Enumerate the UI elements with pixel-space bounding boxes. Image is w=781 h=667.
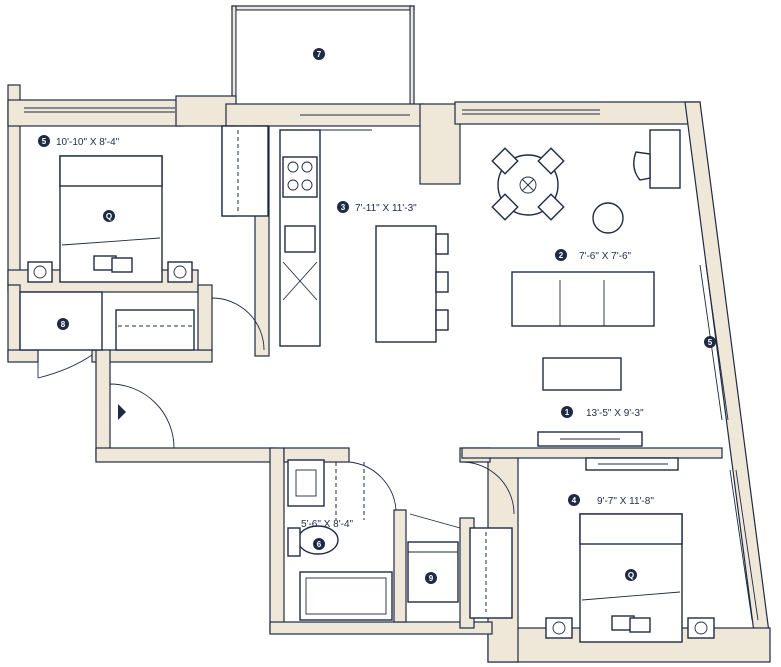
room-label-2: 2 7'-6" X 7'-6" [555,249,632,262]
svg-text:13'-5" X 9'-3": 13'-5" X 9'-3" [586,408,644,419]
room-label-1: 1 13'-5" X 9'-3" [561,406,644,419]
room-label-5: 5 10'-10" X 8'-4" [38,135,120,148]
living [491,129,681,447]
bedroom-right [545,457,715,643]
svg-text:6: 6 [317,540,322,549]
svg-text:7: 7 [317,50,322,59]
svg-text:10'-10" X 8'-4": 10'-10" X 8'-4" [56,137,120,148]
room-label-6: 5'-6" X 8'-4" 6 [301,519,354,550]
laundry-badge: 9 [425,572,437,584]
kitchen [279,129,449,347]
svg-text:2: 2 [559,251,564,260]
closet-badge: 8 [57,318,69,330]
svg-text:Q: Q [106,212,112,221]
bathroom [287,459,459,621]
svg-text:8: 8 [61,320,66,329]
svg-text:5: 5 [42,137,47,146]
windows [24,107,759,621]
bed-badge-right: Q [625,569,637,581]
svg-text:5: 5 [708,338,713,347]
bed-badge-left: Q [103,210,115,222]
svg-text:5'-6" X 8'-4": 5'-6" X 8'-4" [301,519,354,530]
svg-text:4: 4 [572,496,577,505]
room-label-4: 4 9'-7" X 11'-8" [568,494,654,507]
svg-text:Q: Q [628,571,634,580]
svg-text:9'-7" X 11'-8": 9'-7" X 11'-8" [597,496,654,507]
svg-text:1: 1 [565,408,570,417]
wardrobes [115,125,513,619]
svg-text:7'-6" X 7'-6": 7'-6" X 7'-6" [579,251,632,262]
balcony-badge: 7 [313,48,325,60]
room-label-3: 3 7'-11" X 11'-3" [337,201,417,214]
closet [19,291,103,379]
doors [109,129,515,529]
svg-text:7'-11" X 11'-3": 7'-11" X 11'-3" [355,203,417,214]
svg-text:9: 9 [429,574,434,583]
svg-text:3: 3 [341,203,346,212]
window-wall-badge: 5 [704,336,716,348]
